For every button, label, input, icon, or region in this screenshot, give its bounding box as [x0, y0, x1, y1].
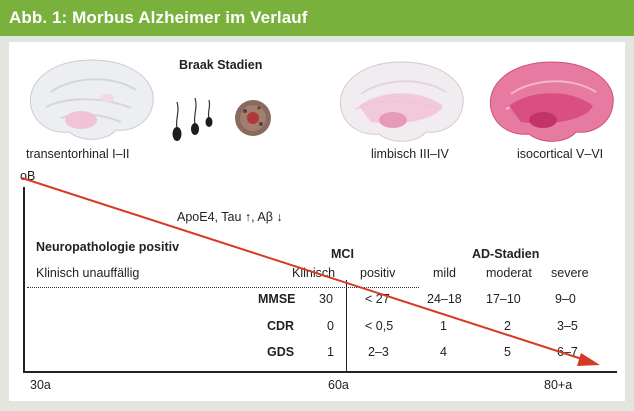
x-axis-line	[23, 371, 617, 373]
age-label-80: 80+a	[544, 378, 573, 392]
row-label-cdr: CDR	[267, 319, 295, 333]
brain-limbisch-image	[339, 61, 464, 142]
ad-header: AD-Stadien	[472, 247, 540, 261]
table-cell: 2–3	[368, 345, 389, 359]
apoe-text: ApoE4, Tau ↑, Aβ ↓	[177, 210, 283, 224]
braak-title: Braak Stadien	[179, 58, 263, 72]
table-cell: 1	[440, 319, 447, 333]
col-header-severe: severe	[551, 266, 589, 280]
brain-isocortical-image	[489, 61, 614, 142]
figure-panel: Braak Stadien	[9, 42, 625, 401]
table-cell: 5	[504, 345, 511, 359]
stage-label-limbisch: limbisch III–IV	[371, 147, 449, 161]
title-bar: Abb. 1: Morbus Alzheimer im Verlauf	[0, 0, 634, 36]
mci-header: MCI	[331, 247, 354, 261]
dotted-separator	[27, 287, 419, 288]
neuron-tangles-image	[172, 97, 213, 141]
table-cell: < 27	[365, 292, 390, 306]
mci-divider-line	[346, 280, 347, 371]
table-cell: 9–0	[555, 292, 576, 306]
col-header-mild: mild	[433, 266, 456, 280]
col-header-klinisch: Klinisch	[292, 266, 336, 280]
stage-label-transentorhinal: transentorhinal I–II	[26, 147, 130, 161]
table-cell: 17–10	[486, 292, 521, 306]
age-label-60: 60a	[328, 378, 349, 392]
table-cell: 0	[327, 319, 334, 333]
brain-transentorhinal-image	[29, 59, 154, 140]
amyloid-plaque-image	[235, 100, 271, 136]
table-cell: 6–7	[557, 345, 578, 359]
figure-title: Abb. 1: Morbus Alzheimer im Verlauf	[9, 8, 308, 27]
table-cell: 30	[319, 292, 333, 306]
col-header-positiv: positiv	[360, 266, 396, 280]
y-axis-line	[23, 187, 25, 372]
age-label-30: 30a	[30, 378, 51, 392]
table-cell: 3–5	[557, 319, 578, 333]
table-cell: 2	[504, 319, 511, 333]
klinisch-label: Klinisch unauffällig	[36, 266, 140, 280]
origin-label: oB	[20, 169, 36, 183]
col-header-moderat: moderat	[486, 266, 532, 280]
table-cell: 4	[440, 345, 447, 359]
row-label-mmse: MMSE	[258, 292, 296, 306]
stage-label-isocortical: isocortical V–VI	[517, 147, 604, 161]
table-cell: 24–18	[427, 292, 462, 306]
table-cell: < 0,5	[365, 319, 394, 333]
row-label-gds: GDS	[267, 345, 295, 359]
neuropath-label: Neuropathologie positiv	[36, 240, 180, 254]
table-cell: 1	[327, 345, 334, 359]
